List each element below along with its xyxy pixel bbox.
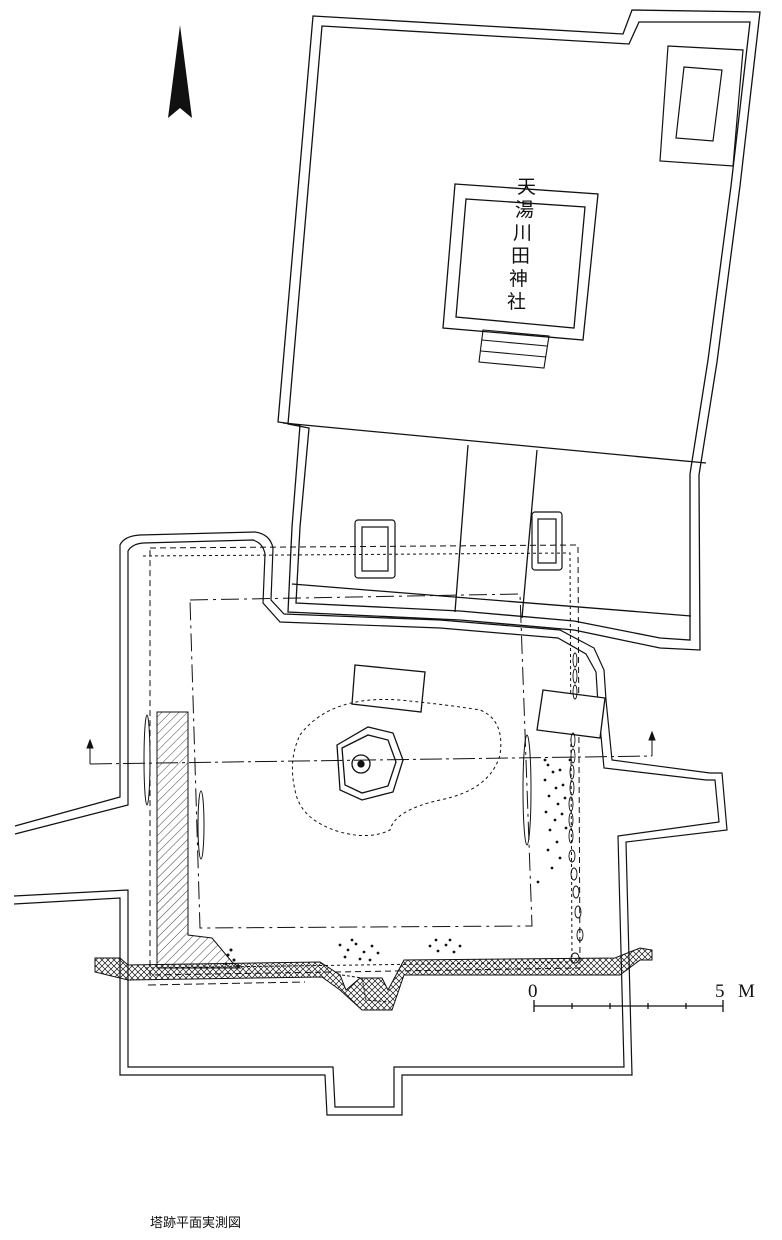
shrine-name-char: 川 xyxy=(513,223,532,244)
central-foundation-stone xyxy=(336,726,404,801)
shrine-steps xyxy=(478,329,550,369)
shrine-main-hall xyxy=(442,183,599,341)
foundation-stone-east xyxy=(536,689,606,739)
shrine-name-char: 天 xyxy=(517,177,536,198)
shrine-name-char: 田 xyxy=(511,246,530,267)
scale-bar xyxy=(533,1000,724,1012)
shrine-name-char: 湯 xyxy=(515,199,534,221)
shrine-precinct xyxy=(277,9,761,651)
scale-end-label: 5 xyxy=(715,981,725,1002)
pebble-cluster-south-2 xyxy=(428,938,462,954)
scale-unit-label: M xyxy=(738,981,755,1002)
stone-lantern-left xyxy=(354,519,396,579)
pebble-cluster-south-1 xyxy=(338,938,380,962)
section-line xyxy=(86,730,656,765)
stone-lantern-right xyxy=(531,511,563,571)
central-pit-outline xyxy=(291,698,502,836)
north-arrow-icon xyxy=(168,25,192,118)
stone-row-east xyxy=(568,652,584,964)
shrine-name-label: 天 湯 川 田 神 社 xyxy=(507,177,536,313)
pebble-cluster-east xyxy=(536,758,572,884)
figure-caption: 塔跡平面実測図 xyxy=(150,1215,241,1230)
foundation-stone-north xyxy=(351,664,426,713)
shrine-name-char: 神 xyxy=(509,268,528,290)
excavation-outline xyxy=(13,531,728,1116)
lens-stone-east xyxy=(522,734,532,846)
scale-start-label: 0 xyxy=(528,981,538,1002)
shrine-name-char: 社 xyxy=(507,291,526,313)
section-profile xyxy=(94,947,653,1011)
auxiliary-shrine xyxy=(659,45,744,167)
lens-stone-west xyxy=(143,714,205,860)
